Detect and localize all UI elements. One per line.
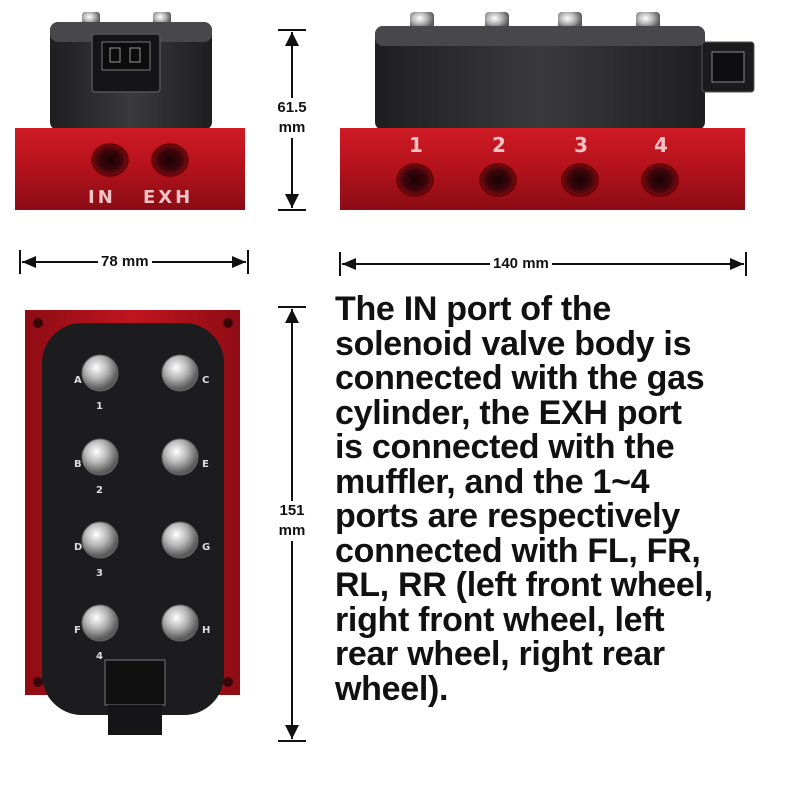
fitting-number-3: 3 bbox=[96, 568, 103, 579]
port-label-4: 4 bbox=[654, 133, 668, 157]
fitting-label-h: H bbox=[202, 625, 210, 636]
front-view: 1 2 3 4 bbox=[330, 0, 800, 215]
top-view: A B D F C E G H 1 2 3 4 bbox=[20, 305, 245, 740]
fitting-number-4: 4 bbox=[96, 651, 103, 662]
height-dimension: 61.5 mm bbox=[262, 28, 322, 214]
front-view-illustration: 1 2 3 4 bbox=[340, 12, 755, 210]
port-label-2: 2 bbox=[492, 133, 506, 157]
fitting-label-d: D bbox=[74, 542, 82, 553]
fitting-number-1: 1 bbox=[96, 401, 103, 412]
length-value: 140 mm bbox=[490, 255, 552, 272]
fitting-label-a: A bbox=[74, 375, 82, 386]
length-dimension: 140 mm bbox=[338, 250, 748, 278]
fitting-label-f: F bbox=[74, 625, 81, 636]
top-length-unit: mm bbox=[278, 522, 306, 539]
top-length-value: 151 bbox=[279, 502, 305, 519]
product-description: The IN port of the solenoid valve body i… bbox=[335, 290, 713, 708]
width-value: 78 mm bbox=[98, 253, 152, 270]
fitting-label-e: E bbox=[202, 459, 209, 470]
fitting-label-c: C bbox=[202, 375, 209, 386]
top-view-illustration: A B D F C E G H 1 2 3 4 bbox=[25, 310, 240, 735]
side-view: IN EXH bbox=[0, 0, 260, 215]
fitting-label-g: G bbox=[202, 542, 210, 553]
height-unit: mm bbox=[278, 119, 306, 136]
fitting-number-2: 2 bbox=[96, 485, 103, 496]
top-length-dimension: 151 mm bbox=[262, 305, 322, 745]
fitting-label-b: B bbox=[74, 459, 82, 470]
height-value: 61.5 bbox=[277, 99, 307, 116]
side-view-illustration: IN EXH bbox=[15, 12, 245, 210]
port-label-exh: EXH bbox=[143, 187, 193, 208]
port-label-in: IN bbox=[88, 187, 116, 208]
port-label-3: 3 bbox=[574, 133, 588, 157]
width-dimension: 78 mm bbox=[18, 248, 250, 276]
port-label-1: 1 bbox=[409, 133, 423, 157]
